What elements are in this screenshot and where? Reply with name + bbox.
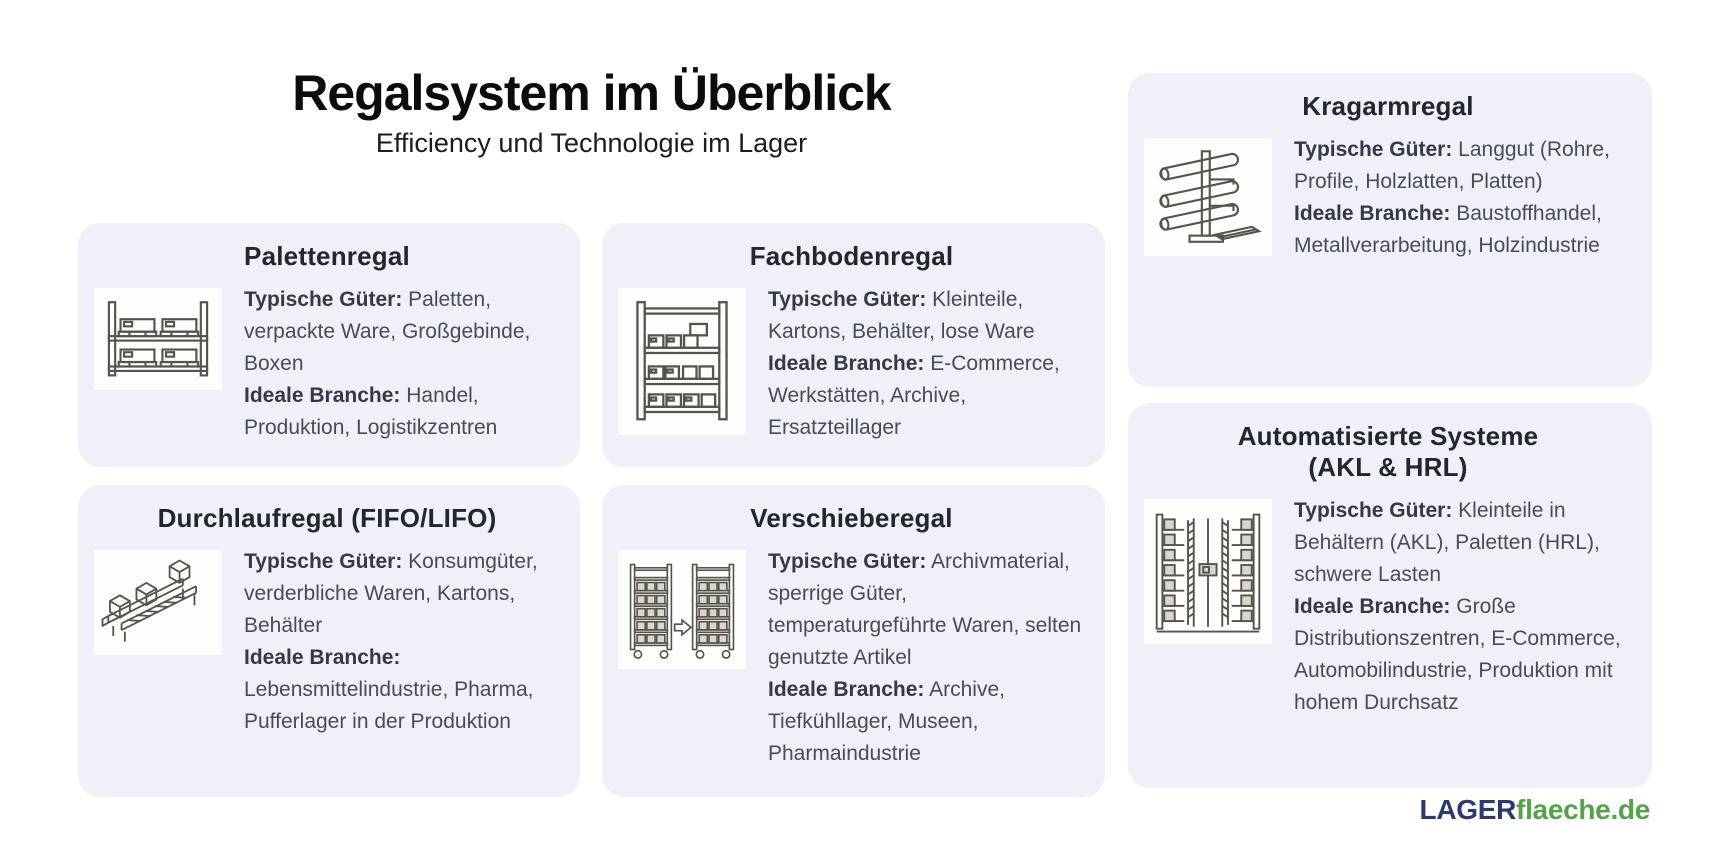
card-verschieberegal: Verschieberegal (602, 485, 1105, 797)
card-body: Typische Güter: Langgut (Rohre, Profile,… (1144, 134, 1632, 262)
logo-wordmark: LAGERflaeche.de (1419, 794, 1651, 826)
flow-rack-icon (94, 550, 222, 656)
card-durchlaufregal: Durchlaufregal (FIFO/LIFO) (78, 485, 580, 797)
logo-part-lager: LAGER (1419, 794, 1517, 825)
goods-label: Typische Güter: (1294, 138, 1453, 161)
header: Regalsystem im Überblick Efficiency und … (78, 64, 1105, 159)
goods-label: Typische Güter: (244, 288, 403, 311)
branch-label: Ideale Branche: (1294, 202, 1451, 225)
branch-value: Archive, Tiefkühllager, Museen, Pharmain… (768, 678, 1005, 765)
pallet-rack-icon (94, 288, 222, 390)
goods-value: Paletten, verpackte Ware, Großgebinde, B… (244, 288, 531, 375)
goods-value: Langgut (Rohre, Profile, Holzlatten, Pla… (1294, 138, 1610, 193)
branch-label: Ideale Branche: (768, 352, 925, 375)
goods-value: Konsumgüter, verderbliche Waren, Kartons… (244, 550, 538, 637)
card-text: Typische Güter: Konsumgüter, verderblich… (244, 546, 560, 738)
branch-label: Ideale Branche: (244, 646, 401, 669)
card-text: Typische Güter: Kleinteile, Kartons, Beh… (768, 284, 1085, 444)
card-title: Verschieberegal (750, 503, 953, 533)
card-text: Typische Güter: Kleinteile in Behältern … (1294, 495, 1632, 719)
branch-value: Baustoffhandel, Metallverarbeitung, Holz… (1294, 202, 1602, 257)
mobile-rack-icon (618, 550, 746, 669)
page-subtitle: Efficiency und Technologie im Lager (375, 128, 808, 158)
card-body: Typische Güter: Kleinteile, Kartons, Beh… (618, 284, 1085, 444)
goods-label: Typische Güter: (768, 288, 927, 311)
card-title: Palettenregal (244, 241, 410, 271)
card-text: Typische Güter: Paletten, verpackte Ware… (244, 284, 560, 444)
arrow-right-glyph (673, 618, 693, 637)
goods-value: Archivmaterial, sperrige Güter, temperat… (768, 550, 1082, 669)
goods-label: Typische Güter: (1294, 499, 1453, 522)
branch-value: Handel, Produktion, Logistikzentren (244, 384, 498, 439)
shelf-rack-icon (618, 288, 746, 435)
card-title: Automatisierte Systeme (AKL & HRL) (1237, 421, 1539, 482)
card-body: Typische Güter: Archivmaterial, sperrige… (618, 546, 1085, 770)
goods-value: Kleinteile, Kartons, Behälter, lose Ware (768, 288, 1035, 343)
branch-value: Lebensmittelindustrie, Pharma, Pufferlag… (244, 678, 534, 733)
branch-label: Ideale Branche: (1294, 595, 1451, 618)
branch-value: Große Distributionszentren, E-Commerce, … (1294, 595, 1621, 714)
goods-label: Typische Güter: (768, 550, 927, 573)
branch-label: Ideale Branche: (768, 678, 925, 701)
card-title: Kragarmregal (1302, 91, 1474, 121)
card-fachbodenregal: Fachbodenregal (602, 223, 1105, 467)
card-body: Typische Güter: Paletten, verpackte Ware… (94, 284, 560, 444)
card-text: Typische Güter: Langgut (Rohre, Profile,… (1294, 134, 1632, 262)
branch-value: E-Commerce, Werkstätten, Archive, Ersatz… (768, 352, 1060, 439)
card-body: Typische Güter: Konsumgüter, verderblich… (94, 546, 560, 738)
card-kragarmregal: Kragarmregal Typische (1128, 73, 1652, 387)
cantilever-rack-icon (1144, 138, 1272, 256)
branch-label: Ideale Branche: (244, 384, 401, 407)
card-palettenregal: Palettenregal (78, 223, 580, 467)
card-automatisierte-systeme: Automatisierte Systeme (AKL & HRL) (1128, 403, 1652, 788)
card-body: Typische Güter: Kleinteile in Behältern … (1144, 495, 1632, 719)
card-title: Fachbodenregal (749, 241, 954, 271)
card-title: Durchlaufregal (FIFO/LIFO) (157, 503, 497, 533)
goods-value: Kleinteile in Behältern (AKL), Paletten … (1294, 499, 1600, 586)
goods-label: Typische Güter: (244, 550, 403, 573)
page-title: Regalsystem im Überblick (292, 65, 892, 121)
asrs-rack-icon (1144, 499, 1272, 645)
card-text: Typische Güter: Archivmaterial, sperrige… (768, 546, 1085, 770)
logo-part-flaeche: flaeche.de (1516, 794, 1650, 825)
